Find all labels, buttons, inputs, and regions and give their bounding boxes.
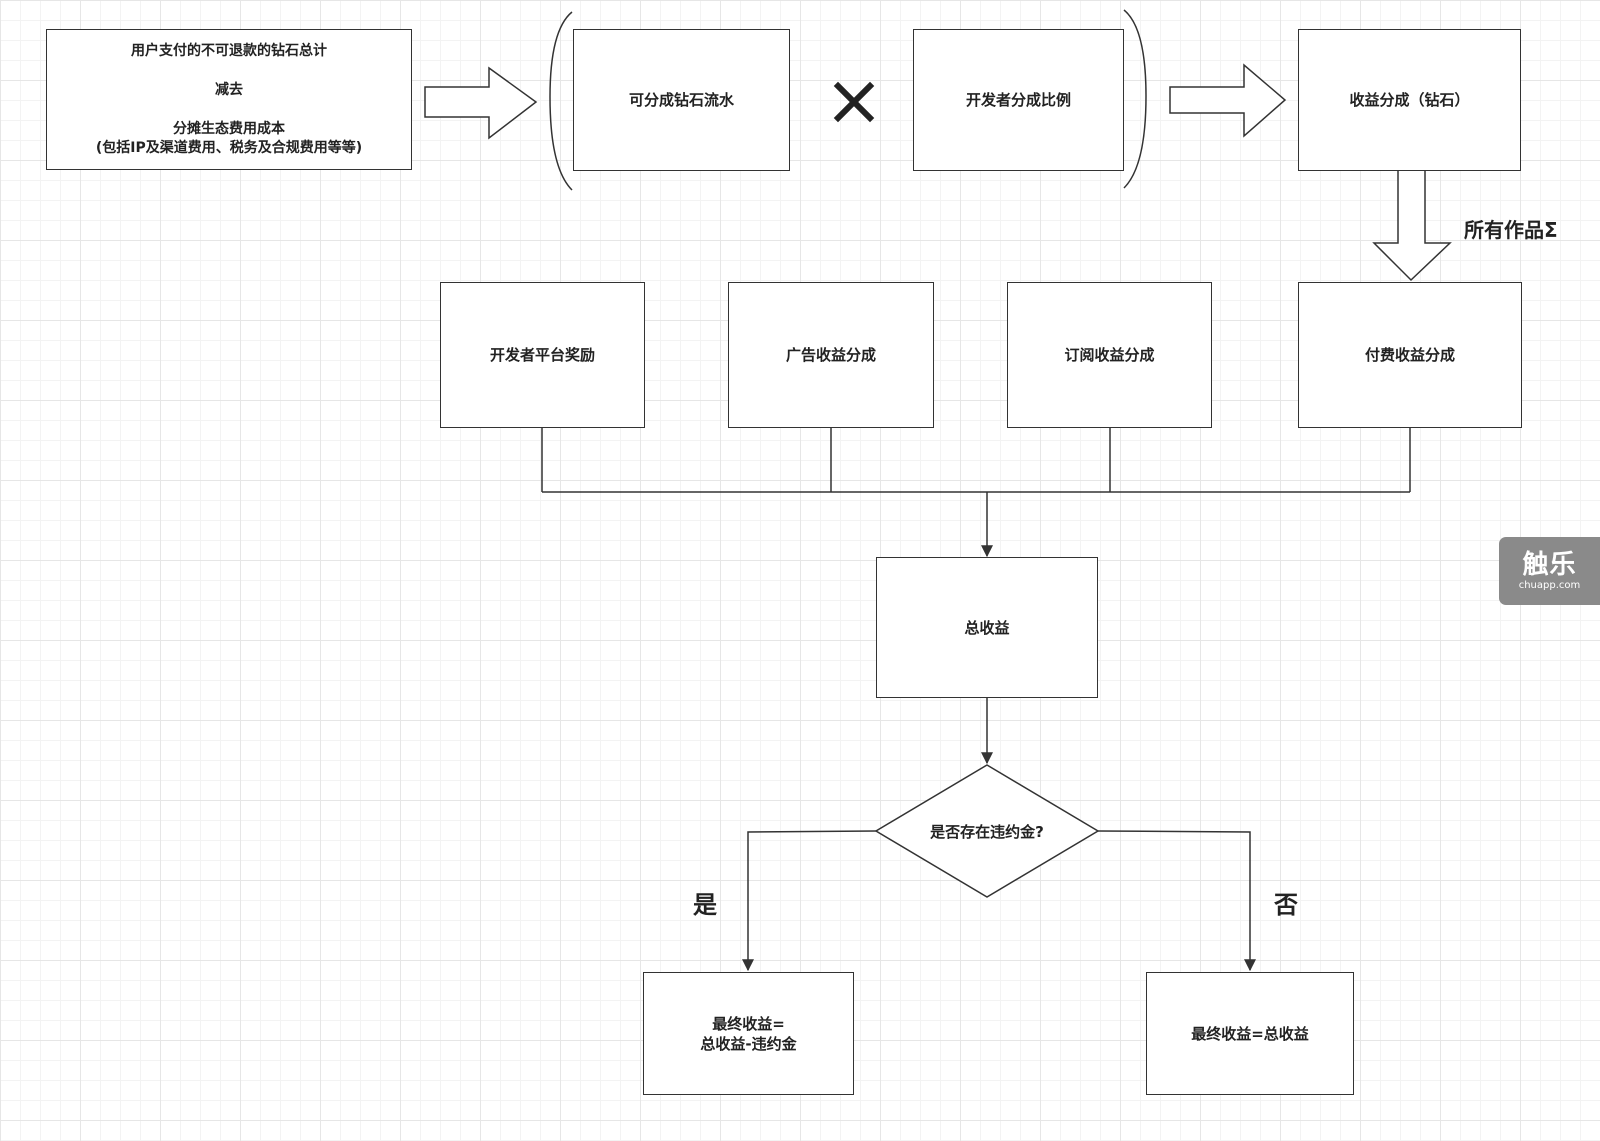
final-with-penalty-line-1: 最终收益= [712,1014,785,1033]
left-bracket [549,11,573,191]
block-arrow-sum-down [1372,169,1452,282]
platform-reward-label: 开发者平台奖励 [489,346,595,364]
paid-revenue-share-box: 付费收益分成 [1298,282,1522,428]
platform-reward-box: 开发者平台奖励 [440,282,645,428]
paid-revenue-share-label: 付费收益分成 [1364,346,1455,364]
chuapp-watermark: 触乐 chuapp.com [1499,537,1600,605]
final-no-penalty-label: 最终收益=总收益 [1191,1024,1309,1043]
ad-revenue-share-label: 广告收益分成 [785,346,876,364]
revenue-share-diamond-box: 收益分成（钻石） [1298,29,1521,171]
developer-ratio-box: 开发者分成比例 [913,29,1124,171]
final-with-penalty-box: 最终收益= 总收益-违约金 [643,972,854,1095]
no-branch-label: 否 [1274,891,1298,919]
block-arrow-source-to-flow [424,66,538,140]
total-revenue-label: 总收益 [964,618,1010,637]
decision-diamond [874,764,1100,898]
developer-ratio-label: 开发者分成比例 [965,91,1071,109]
all-works-sum-label: 所有作品Σ [1464,218,1558,242]
revenue-share-diamond-label: 收益分成（钻石） [1349,91,1470,109]
subscription-revenue-share-box: 订阅收益分成 [1007,282,1212,428]
source-line-4: (包括IP及渠道费用、税务及合规费用等等) [95,139,363,156]
subscription-revenue-share-label: 订阅收益分成 [1064,346,1155,364]
penalty-question-label: 是否存在违约金? [930,823,1044,841]
yes-branch-label: 是 [693,891,717,919]
watermark-site: chuapp.com [1518,580,1581,591]
source-line-1: 用户支付的不可退款的钻石总计 [131,42,327,59]
multiply-icon [833,81,875,123]
arrow-no-branch [1097,830,1256,972]
watermark-brand: 触乐 [1522,550,1577,580]
right-bracket [1123,9,1147,189]
ad-revenue-share-box: 广告收益分成 [728,282,934,428]
final-no-penalty-box: 最终收益=总收益 [1146,972,1354,1095]
arrow-yes-branch [742,830,877,972]
shareable-flow-box: 可分成钻石流水 [573,29,790,171]
block-arrow-ratio-to-share [1169,63,1287,138]
shareable-flow-label: 可分成钻石流水 [628,91,734,109]
source-box: 用户支付的不可退款的钻石总计 减去 分摊生态费用成本 (包括IP及渠道费用、税务… [46,29,412,170]
source-line-2: 减去 [215,81,243,98]
final-with-penalty-line-2: 总收益-违约金 [700,1034,797,1053]
source-line-3: 分摊生态费用成本 [173,120,285,137]
total-revenue-box: 总收益 [876,557,1098,698]
